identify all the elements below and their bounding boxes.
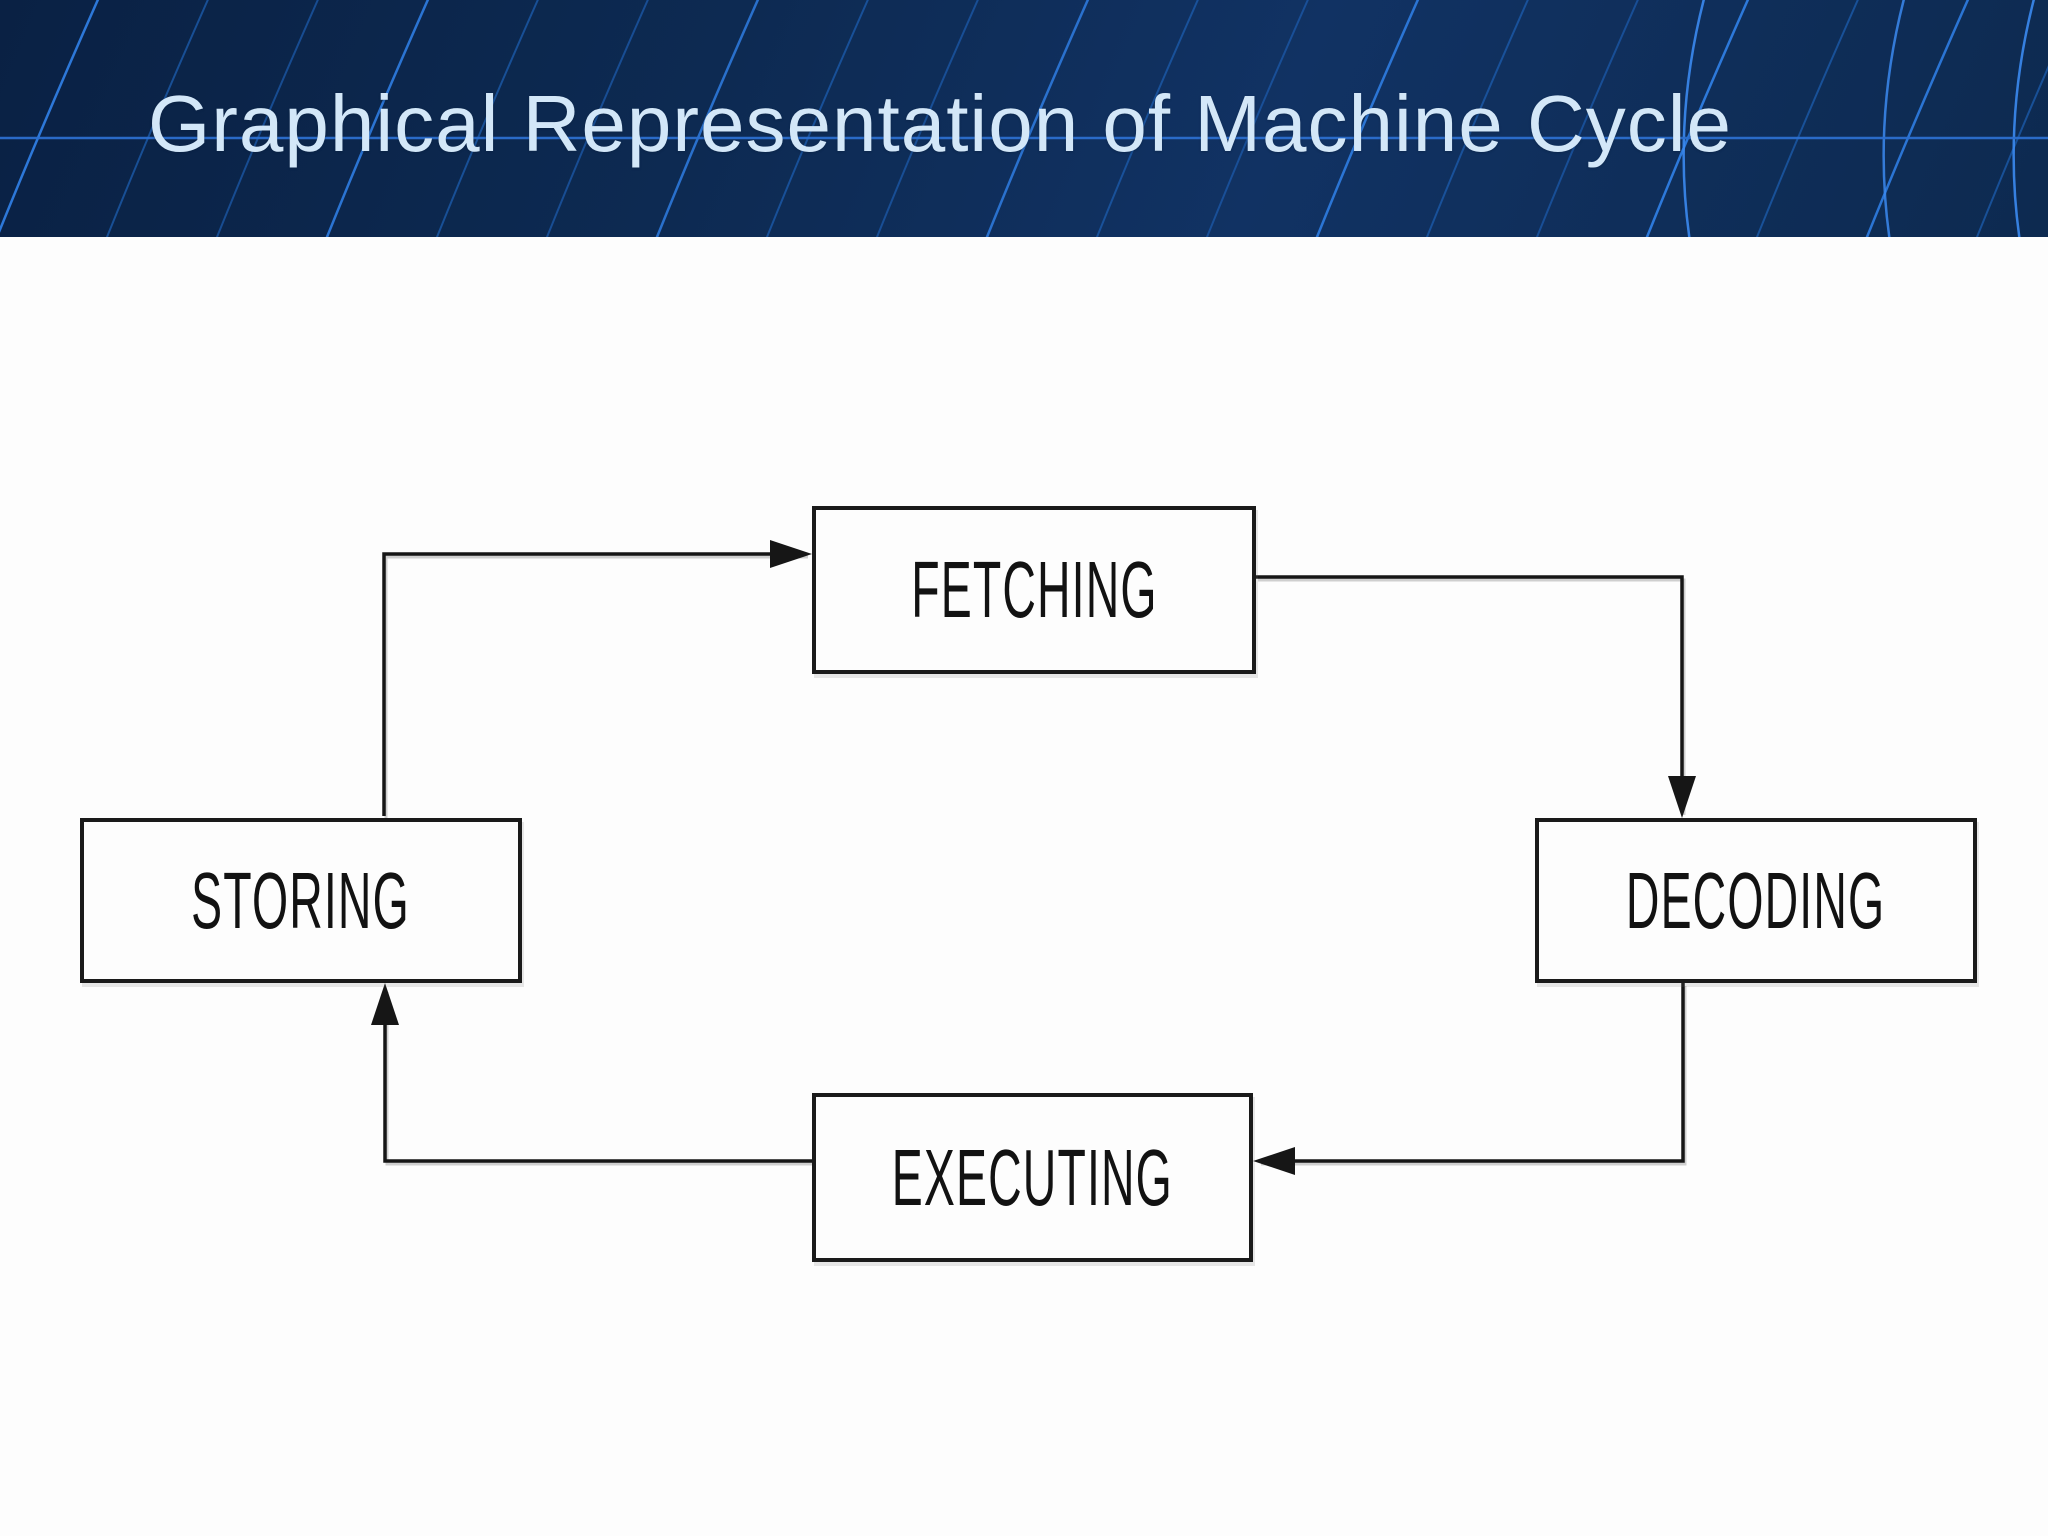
edge-storing-to-fetching bbox=[382, 540, 812, 816]
edge-decoding-to-executing bbox=[1253, 983, 1685, 1175]
node-fetching: FETCHING bbox=[812, 506, 1256, 674]
arrowhead-into-storing bbox=[371, 983, 399, 1025]
slide-title: Graphical Representation of Machine Cycl… bbox=[148, 79, 1733, 168]
node-fetching-label: FETCHING bbox=[910, 545, 1158, 634]
node-decoding: DECODING bbox=[1535, 818, 1977, 983]
node-decoding-label: DECODING bbox=[1626, 855, 1886, 945]
arrowhead-into-fetching bbox=[770, 540, 812, 568]
node-executing: EXECUTING bbox=[812, 1093, 1253, 1262]
node-storing-label: STORING bbox=[191, 855, 411, 945]
edge-executing-to-storing bbox=[371, 983, 812, 1163]
arrowhead-into-executing bbox=[1253, 1147, 1295, 1175]
arrowhead-into-decoding bbox=[1668, 776, 1696, 818]
banner-mesh-background bbox=[0, 0, 2048, 237]
edge-fetching-to-decoding bbox=[1256, 575, 1696, 818]
node-storing: STORING bbox=[80, 818, 522, 983]
node-executing-label: EXECUTING bbox=[891, 1132, 1174, 1222]
title-banner: Graphical Representation of Machine Cycl… bbox=[0, 0, 2048, 237]
